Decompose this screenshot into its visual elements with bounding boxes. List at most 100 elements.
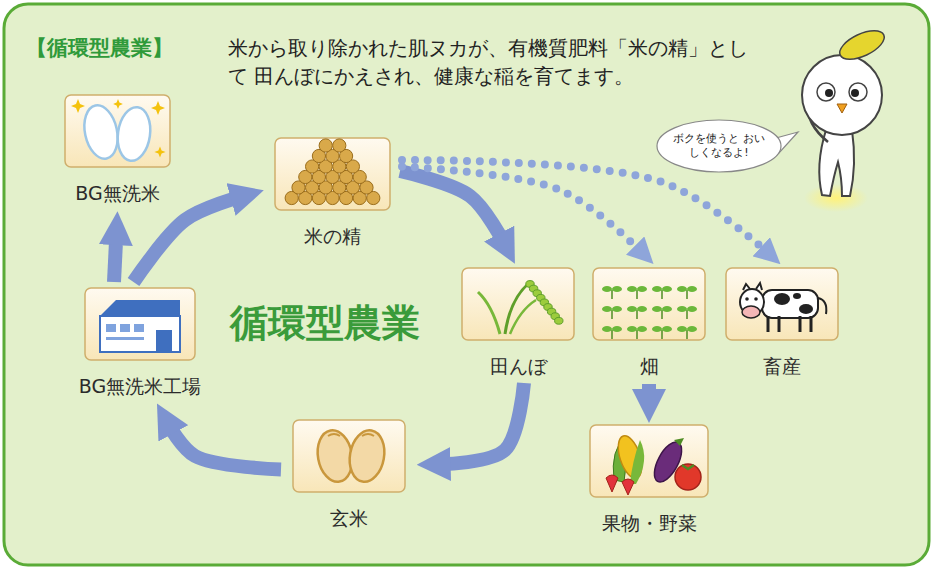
- flow-arrow: [168, 424, 281, 469]
- cow-icon-part: [762, 290, 818, 318]
- flow-arrow: [400, 171, 504, 243]
- flow-arrow: [440, 383, 524, 464]
- speech-bubble: ボクを使うと おいしくなるよ!: [655, 118, 783, 174]
- icon-node: 田んぼ: [458, 268, 578, 378]
- seedlings-icon-part: [637, 286, 647, 292]
- node-label: ボクを使うと おいしくなるよ!: [673, 132, 765, 160]
- seedlings-icon-part: [661, 310, 663, 319]
- mascot-part: [851, 89, 859, 97]
- node-label: 米の精: [271, 224, 394, 248]
- seedlings-icon-part: [627, 326, 637, 332]
- dotted-arrow: [402, 167, 641, 252]
- mascot-part: [837, 104, 847, 113]
- cow-icon-part: [774, 293, 790, 305]
- wash-free-rice-icon-part: [80, 102, 123, 161]
- factory-icon-part: [120, 324, 130, 332]
- seedlings-icon-part: [662, 306, 672, 312]
- seedlings-icon-part: [636, 310, 638, 319]
- seedlings-icon-part: [677, 306, 687, 312]
- icon-boxes-part: [590, 425, 708, 497]
- node-label: BG無洗米工場: [75, 374, 205, 398]
- icon-boxes-part: [593, 268, 705, 340]
- wash-free-rice-icon-part: [154, 146, 165, 157]
- node-label: 畑: [589, 354, 709, 378]
- seedlings-icon-part: [687, 306, 697, 312]
- icon-node: 畑: [589, 268, 709, 378]
- panel-part: [4, 4, 929, 565]
- icon-boxes-part: [275, 138, 390, 210]
- seedlings-icon-part: [686, 310, 688, 319]
- factory-icon-part: [100, 300, 180, 316]
- cow-icon-part: [768, 316, 811, 332]
- seedlings-icon-part: [636, 330, 638, 339]
- rice-plant-icon: [478, 281, 563, 334]
- factory-icon-part: [106, 337, 144, 340]
- brown-rice-icon-part: [328, 434, 340, 436]
- wash-free-rice-icon: [71, 99, 166, 163]
- panel: [4, 4, 929, 565]
- cow-icon-part-part: [778, 316, 781, 332]
- seedlings-icon-part: [637, 326, 647, 332]
- wash-free-rice-icon-part: [151, 101, 165, 115]
- rice-bran-pile-icon-part: [319, 139, 332, 152]
- cow-icon-part: [754, 297, 758, 301]
- icon-boxes-part: [293, 420, 405, 492]
- seedlings-icon-part: [602, 306, 612, 312]
- rice-plant-icon-part: [555, 317, 563, 324]
- brown-rice-icon: [314, 427, 389, 484]
- node-label: 玄米: [289, 506, 409, 530]
- mascot-part: [836, 25, 889, 65]
- icon-node: 果物・野菜: [586, 425, 712, 535]
- fruit-vegetables-icon-part: [682, 465, 694, 469]
- icon-boxes-part: [726, 268, 838, 340]
- icon-node: 米の精: [271, 138, 394, 248]
- mascot-part: [849, 83, 867, 101]
- fruit-vegetables-icon-part: [606, 475, 618, 492]
- factory-icon-part: [156, 330, 172, 352]
- seedlings-icon-part: [687, 286, 697, 292]
- cow-icon-part-part: [767, 316, 770, 332]
- fruit-vegetables-icon: [606, 433, 701, 495]
- cow-icon-part: [742, 306, 760, 318]
- seedlings-icon-part: [686, 290, 688, 299]
- icon-node: BG無洗米: [61, 95, 174, 205]
- factory-icon: [100, 300, 180, 352]
- seedlings-icon-part: [636, 290, 638, 299]
- seedlings-icon-part: [652, 326, 662, 332]
- icon-boxes-part: [462, 268, 574, 340]
- center-heading: 循環型農業: [230, 300, 420, 346]
- seedlings-icon-part: [661, 290, 663, 299]
- seedlings-icon-part: [602, 286, 612, 292]
- mascot-part: [802, 55, 882, 135]
- cow-icon-part: [745, 297, 749, 301]
- rice-plant-icon-part: [478, 292, 500, 334]
- fruit-vegetables-icon-part: [630, 440, 644, 484]
- seedlings-icon-part: [677, 326, 687, 332]
- node-label: 田んぼ: [458, 354, 578, 378]
- seedlings-icon-part: [602, 326, 612, 332]
- seedlings-icon-part: [662, 326, 672, 332]
- wash-free-rice-icon-part: [113, 99, 123, 109]
- seedlings-icon-part: [686, 330, 688, 339]
- seedlings-icon-part: [611, 290, 613, 299]
- title: 【循環型農業】: [26, 34, 173, 62]
- seedlings-icon-part: [612, 286, 622, 292]
- fruit-vegetables-icon-part: [622, 479, 634, 495]
- icon-boxes-part: [65, 95, 170, 167]
- seedlings-icon-part: [627, 306, 637, 312]
- node-label: BG無洗米: [61, 181, 174, 205]
- factory-icon-part: [134, 324, 144, 332]
- seedlings-icon-part: [661, 330, 663, 339]
- seedlings-icon-part: [611, 310, 613, 319]
- wash-free-rice-icon-part: [71, 99, 85, 113]
- seedlings-icon-part: [677, 286, 687, 292]
- mascot-part: [825, 89, 833, 97]
- fruit-vegetables-icon-part: [674, 438, 684, 446]
- description-note: 米から取り除かれた肌ヌカが、有機質肥料「米の精」として 田んぼにかえされ、健康な…: [228, 34, 760, 90]
- seedlings-icon-part: [611, 330, 613, 339]
- flow-arrow: [642, 384, 656, 399]
- seedlings-icon-part: [652, 306, 662, 312]
- icon-node: 畜産: [722, 268, 842, 378]
- cow-icon-part-part: [810, 316, 813, 332]
